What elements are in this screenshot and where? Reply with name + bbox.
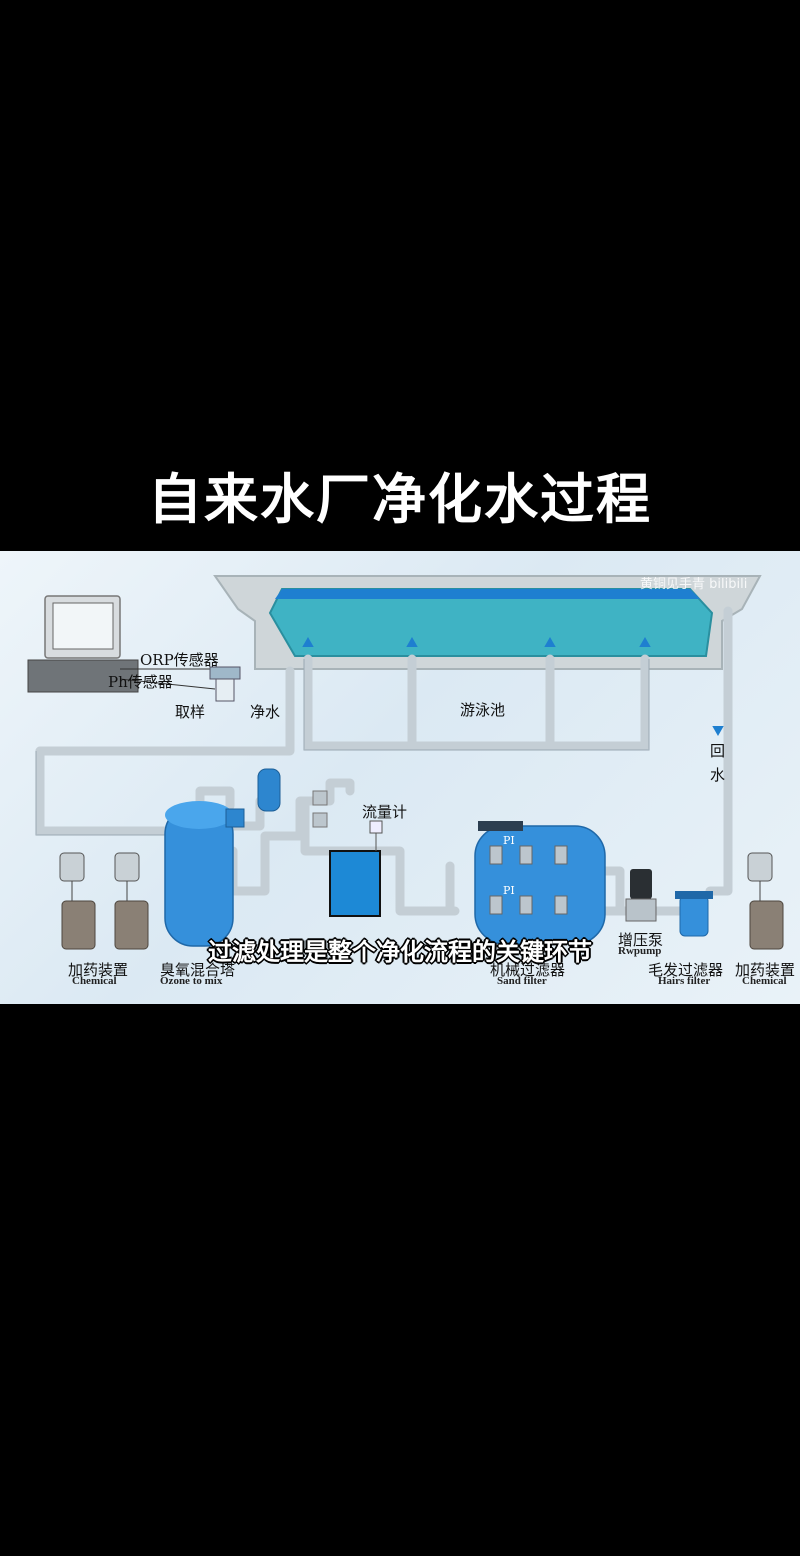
label-clean-water: 净水 <box>250 703 281 721</box>
label-sand-filter: 机械过滤器 <box>490 961 566 979</box>
sand-filter <box>474 821 606 945</box>
label-flowmeter: 流量计 <box>362 803 408 821</box>
video-subtitle: 过滤处理是整个净化流程的关键环节 <box>208 938 592 966</box>
label-pump-en: Rwpump <box>618 945 662 957</box>
booster-pump <box>625 869 657 922</box>
label-chemical-right-en: Chemical <box>742 975 787 987</box>
label-chemical-left-en: Chemical <box>72 975 117 987</box>
label-return-water: 回 水 <box>710 742 726 784</box>
flowmeter-icon <box>369 820 383 851</box>
label-sand-filter-en: Sand filter <box>497 975 547 987</box>
label-ph-sensor: Ph传感器 <box>108 673 173 691</box>
dosing-units <box>59 852 784 950</box>
diagram-frame: 黄铜见手青 bilibili ORP传感器 Ph传感器 取样 净水 游泳池 回 … <box>0 551 800 1004</box>
swimming-pool <box>213 575 762 670</box>
water-treatment-diagram <box>27 575 784 950</box>
label-sampling: 取样 <box>175 703 206 721</box>
page-title: 自来水厂净化水过程 <box>148 468 652 531</box>
label-hair-filter: 毛发过滤器 <box>648 961 724 979</box>
pipes <box>35 606 733 916</box>
label-pump: 增压泵 <box>618 931 664 949</box>
label-pool: 游泳池 <box>460 701 506 719</box>
label-ozone: 臭氧混合塔 <box>160 961 236 979</box>
computer-icon <box>27 595 216 693</box>
flow-arrows <box>302 636 724 737</box>
hair-filter <box>675 891 713 937</box>
gauge-pi-2: PI <box>503 884 515 897</box>
gauge-pi-1: PI <box>503 834 515 847</box>
sensor-icon <box>209 666 241 702</box>
label-hair-filter-en: Hairs filter <box>658 975 711 987</box>
watermark: 黄铜见手青 bilibili <box>640 577 748 592</box>
ozone-generator <box>312 790 381 917</box>
label-ozone-en: Ozone to mix <box>160 975 223 987</box>
ozone-mixing-tower <box>164 768 281 947</box>
label-chemical-right: 加药装置 <box>735 961 796 979</box>
label-orp-sensor: ORP传感器 <box>140 651 219 669</box>
label-chemical-left: 加药装置 <box>68 961 129 979</box>
